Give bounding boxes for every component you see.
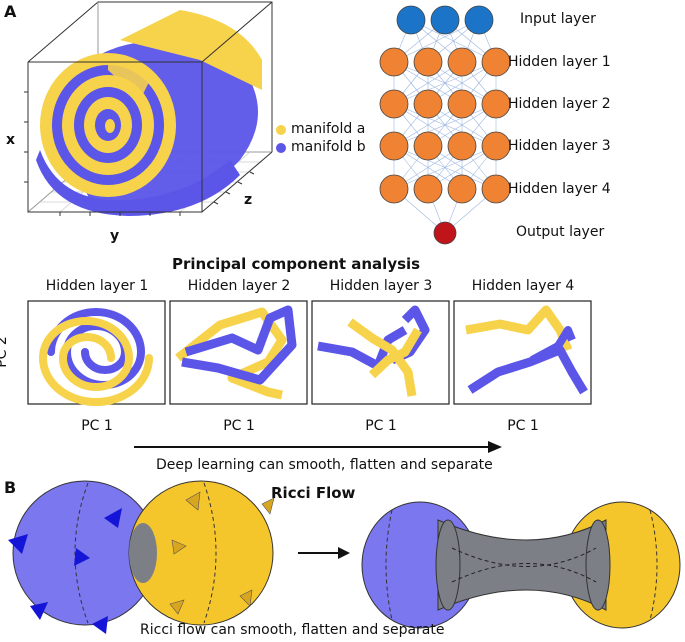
axis-z-label: z (244, 192, 253, 208)
network-node-layer-2-3 (481, 89, 511, 119)
legend-dot-manifold-a (276, 125, 286, 135)
network-node-layer-0-1 (430, 5, 460, 35)
layer-label-input: Input layer (520, 11, 596, 27)
ricci-title: Ricci Flow (271, 484, 356, 502)
network-node-layer-4-1 (413, 174, 443, 204)
pca-panel-2-title: Hidden layer 2 (187, 278, 291, 294)
ricci-left-spheres (8, 480, 275, 634)
ricci-arrow (298, 547, 350, 559)
ricci-right-shape (361, 501, 681, 629)
pca-panel-3 (311, 300, 450, 405)
network-node-layer-3-1 (413, 131, 443, 161)
pca-xlabel-3: PC 1 (365, 418, 397, 434)
pca-panel-1-title: Hidden layer 1 (45, 278, 149, 294)
network-node-layer-5-0 (433, 221, 457, 245)
layer-label-hidden-1: Hidden layer 1 (508, 54, 611, 70)
network-node-layer-1-3 (481, 47, 511, 77)
pca-xlabel-2: PC 1 (223, 418, 255, 434)
network-node-layer-1-0 (379, 47, 409, 77)
pca-arrow (134, 441, 502, 453)
network-edge (393, 19, 480, 63)
network-node-layer-4-2 (447, 174, 477, 204)
network-node-layer-4-0 (379, 174, 409, 204)
legend-manifold-a: manifold a (291, 121, 366, 137)
network-edges (393, 19, 497, 234)
pca-ylabel: PC 2 (0, 336, 10, 368)
axis-y-label: y (110, 228, 120, 244)
network-node-layer-2-1 (413, 89, 443, 119)
pca-panel-4-title: Hidden layer 4 (471, 278, 575, 294)
panel-b-letter: B (4, 478, 17, 497)
swiss-roll (36, 10, 262, 216)
axis-x-label: x (6, 132, 16, 148)
pca-caption: Deep learning can smooth, flatten and se… (156, 457, 493, 473)
network-node-layer-0-2 (464, 5, 494, 35)
network-node-layer-1-1 (413, 47, 443, 77)
layer-label-output: Output layer (516, 224, 605, 240)
layer-label-hidden-3: Hidden layer 3 (508, 138, 611, 154)
layer-label-hidden-2: Hidden layer 2 (508, 96, 611, 112)
pca-panels (27, 300, 592, 406)
network-node-layer-2-2 (447, 89, 477, 119)
network-edge (393, 103, 497, 147)
layer-label-hidden-4: Hidden layer 4 (508, 181, 611, 197)
panel-a-letter: A (4, 2, 17, 21)
network-node-layer-3-2 (447, 131, 477, 161)
network-node-layer-3-3 (481, 131, 511, 161)
pca-panel-4 (453, 300, 592, 405)
ricci-caption: Ricci flow can smooth, flatten and separ… (140, 622, 445, 638)
network-node-layer-0-0 (396, 5, 426, 35)
network-node-layer-4-3 (481, 174, 511, 204)
legend-dot-manifold-b (276, 143, 286, 153)
network-node-layer-2-0 (379, 89, 409, 119)
pca-xlabel-1: PC 1 (81, 418, 113, 434)
pca-panel-1 (27, 300, 166, 406)
network-edge (393, 61, 497, 105)
pca-panel-2 (169, 300, 308, 405)
network-node-layer-1-2 (447, 47, 477, 77)
network-nodes (379, 5, 511, 245)
network-edge (393, 145, 497, 190)
legend-manifold-b: manifold b (291, 139, 366, 155)
pca-panel-3-title: Hidden layer 3 (329, 278, 433, 294)
network-node-layer-3-0 (379, 131, 409, 161)
pca-xlabel-4: PC 1 (507, 418, 539, 434)
pca-title: Principal component analysis (172, 255, 421, 273)
